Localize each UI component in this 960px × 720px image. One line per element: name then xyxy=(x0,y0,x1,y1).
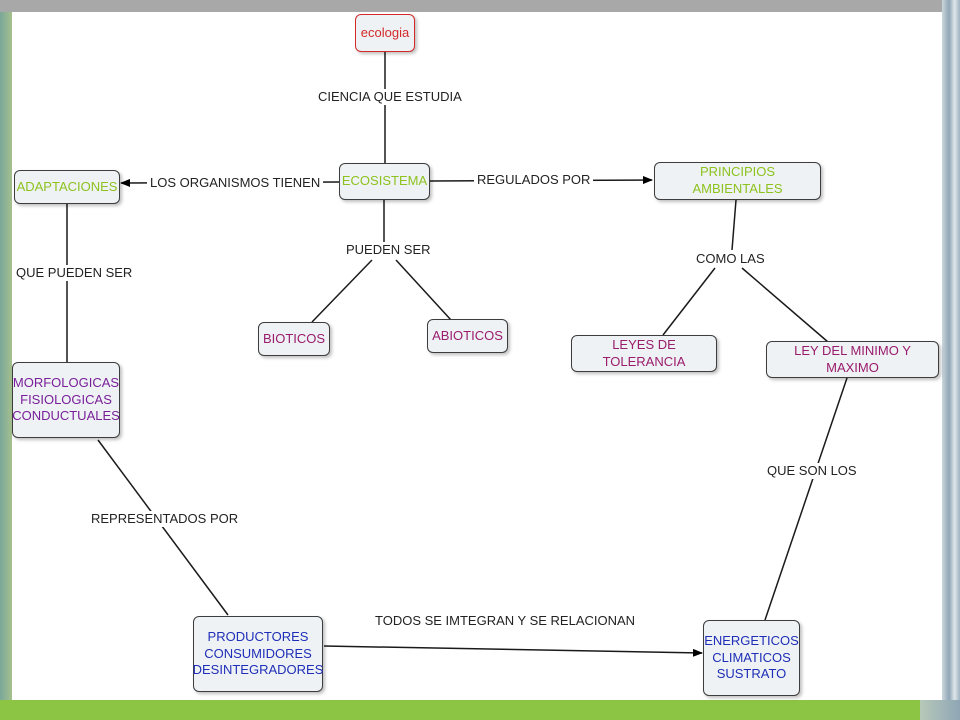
node-leyes-de-tolerancia: LEYES DE TOLERANCIA xyxy=(571,335,717,372)
node-principios-ambientales: PRINCIPIOS AMBIENTALES xyxy=(654,162,821,200)
line-comolas-leyes xyxy=(662,267,716,336)
line-productores-energeticos xyxy=(323,645,703,657)
node-ecologia: ecologia xyxy=(355,14,415,52)
link-label-que-pueden-ser: QUE PUEDEN SER xyxy=(13,265,136,281)
line-comolas-leyminimo xyxy=(741,267,829,343)
line-principios-comolas xyxy=(731,199,737,251)
right-frame-strip xyxy=(942,0,960,720)
link-label-los-organismos-tienen: LOS ORGANISMOS TIENEN xyxy=(147,175,324,191)
link-label-regulados-por: REGULADOS POR xyxy=(474,172,594,188)
link-label-que-son-los: QUE SON LOS xyxy=(764,463,860,479)
node-adaptaciones: ADAPTACIONES xyxy=(14,170,120,204)
link-label-representados-por: REPRESENTADOS POR xyxy=(88,511,242,527)
node-ecosistema: ECOSISTEMA xyxy=(339,163,430,200)
line-pueden-abioticos xyxy=(395,259,452,321)
link-label-pueden-ser: PUEDEN SER xyxy=(343,242,434,258)
line-morfologicas-productores xyxy=(97,439,229,616)
link-label-todos-se-integran: TODOS SE IMTEGRAN Y SE RELACIONAN xyxy=(372,613,639,629)
line-pueden-bioticos xyxy=(311,259,373,323)
bottom-right-frame-strip xyxy=(920,700,960,720)
link-label-ciencia-que-estudia: CIENCIA QUE ESTUDIA xyxy=(315,89,465,105)
line-leyminimo-energeticos xyxy=(764,377,848,621)
node-ley-del-minimo-y-maximo: LEY DEL MINIMO Y MAXIMO xyxy=(766,341,939,378)
link-label-como-las: COMO LAS xyxy=(693,251,768,267)
node-energeticos-climaticos-sustrato: ENERGETICOS CLIMATICOS SUSTRATO xyxy=(703,620,800,696)
top-frame-strip xyxy=(0,0,960,12)
node-bioticos: BIOTICOS xyxy=(258,322,330,356)
left-frame-strip xyxy=(0,0,12,720)
bottom-frame-strip xyxy=(0,700,960,720)
node-abioticos: ABIOTICOS xyxy=(427,319,508,353)
node-morfologicas-fisiologicas-conductuales: MORFOLOGICAS FISIOLOGICAS CONDUCTUALES xyxy=(12,362,120,438)
node-productores-consumidores-desintegradores: PRODUCTORES CONSUMIDORES DESINTEGRADORES xyxy=(193,616,323,692)
